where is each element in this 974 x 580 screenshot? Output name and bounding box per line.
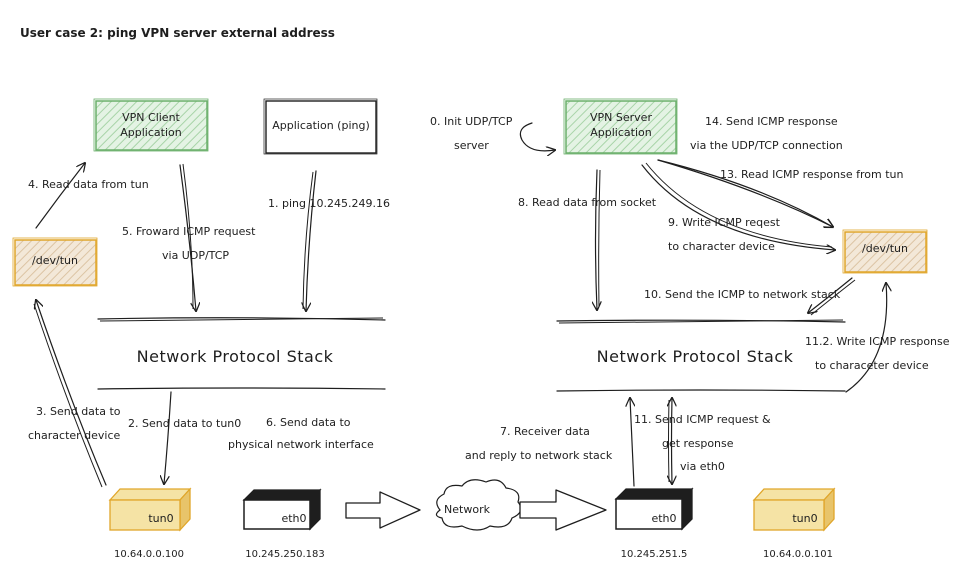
tun0-left-address: 10.64.0.0.100 (114, 549, 184, 560)
arrow-step-9-sketch (645, 162, 833, 248)
tun0-right-device: tun0 (752, 487, 836, 532)
arrow-step-9 (641, 164, 835, 250)
dev-tun-right-box: /dev/tun (842, 229, 928, 274)
stack-right-label: Network Protocol Stack (597, 347, 794, 366)
block-arrow-left (345, 491, 421, 529)
network-label: Network (444, 503, 491, 516)
step-1-label: 1. ping 10.245.249.16 (268, 197, 390, 210)
step-3-line-1: 3. Send data to (36, 405, 121, 418)
step-11-line-1: 11. Send ICMP request & (634, 413, 771, 426)
dev-tun-left-label: /dev/tun (32, 254, 78, 267)
step-11-2-line-1: 11.2. Write ICMP response (805, 335, 950, 348)
step-7-line-1: 7. Receiver data (500, 425, 590, 438)
step-11-line-3: via eth0 (680, 460, 725, 473)
arrow-step-3 (36, 300, 107, 486)
step-8-label: 8. Read data from socket (518, 196, 657, 209)
step-0-line-1: 0. Init UDP/TCP (430, 115, 513, 128)
arrow-step-10-sketch (810, 279, 856, 316)
tun0-right-address: 10.64.0.0.101 (763, 549, 833, 560)
network-cloud: Network (435, 479, 522, 531)
arrow-step-11-sketch (668, 399, 670, 483)
vpn-server-label-1: VPN Server (590, 111, 652, 124)
dev-tun-left-box: /dev/tun (12, 237, 98, 287)
tun0-left-label: tun0 (148, 512, 173, 525)
step-11-2-line-2: to characeter device (815, 359, 929, 372)
eth0-right-device: eth0 (614, 487, 694, 531)
step-2-label: 2. Send data to tun0 (128, 417, 241, 430)
arrow-step-8 (596, 169, 598, 310)
arrow-step-7 (630, 398, 634, 487)
step-13-label: 13. Read ICMP response from tun (720, 168, 904, 181)
step-4-label: 4. Read data from tun (28, 178, 149, 191)
step-14-line-2: via the UDP/TCP connection (690, 139, 843, 152)
vpn-client-label-1: VPN Client (122, 111, 180, 124)
eth0-right-address: 10.245.251.5 (621, 549, 688, 560)
eth0-left-device: eth0 (242, 488, 322, 531)
step-11-line-2: get response (662, 437, 734, 450)
eth0-left-label: eth0 (281, 512, 306, 525)
arrow-step-10 (808, 277, 853, 313)
stack-left: Network Protocol Stack (97, 317, 386, 390)
step-5-line-1: 5. Froward ICMP request (122, 225, 256, 238)
step-9-line-2: to character device (668, 240, 775, 253)
dev-tun-right-label: /dev/tun (862, 242, 908, 255)
arrow-step-8-sketch (598, 169, 601, 308)
tun0-left-device: tun0 (108, 487, 192, 532)
arrow-step-13-return (657, 159, 833, 227)
arrow-step-5 (179, 164, 196, 311)
step-6-line-1: 6. Send data to (266, 416, 351, 429)
app-ping-label: Application (ping) (272, 119, 370, 132)
step-0-line-2: server (454, 139, 489, 152)
step-5-line-2: via UDP/TCP (162, 249, 229, 262)
arrow-step-1 (306, 170, 317, 311)
diagram-title: User case 2: ping VPN server external ad… (20, 26, 335, 40)
arrow-step-13 (657, 159, 833, 227)
eth0-right-label: eth0 (651, 512, 676, 525)
vpn-server-box: VPN Server Application (563, 98, 678, 155)
block-arrow-right (519, 489, 607, 531)
arrow-step-11 (672, 398, 673, 484)
arrow-step-4 (35, 163, 85, 229)
arrow-step-0 (519, 122, 555, 151)
eth0-left-address: 10.245.250.183 (245, 549, 325, 560)
arrow-step-5-sketch (182, 163, 194, 310)
arrow-step-2 (164, 391, 172, 484)
arrow-step-3-sketch (33, 303, 103, 488)
step-14-line-1: 14. Send ICMP response (705, 115, 838, 128)
arrow-step-11-2 (845, 283, 887, 393)
app-ping-box: Application (ping) (263, 98, 378, 155)
step-7-line-2: and reply to network stack (465, 449, 613, 462)
vpn-client-box: VPN Client Application (93, 98, 209, 152)
tun0-right-label: tun0 (792, 512, 817, 525)
step-10-label: 10. Send the ICMP to network stack (644, 288, 841, 301)
vpn-client-label-2: Application (120, 126, 181, 139)
step-6-line-2: physical network interface (228, 438, 374, 451)
vpn-server-label-2: Application (590, 126, 651, 139)
step-3-line-2: character device (28, 429, 121, 442)
stack-left-label: Network Protocol Stack (137, 347, 334, 366)
arrow-step-1-sketch (302, 171, 314, 310)
step-9-line-1: 9. Write ICMP reqest (668, 216, 781, 229)
stack-right: Network Protocol Stack (556, 319, 846, 392)
